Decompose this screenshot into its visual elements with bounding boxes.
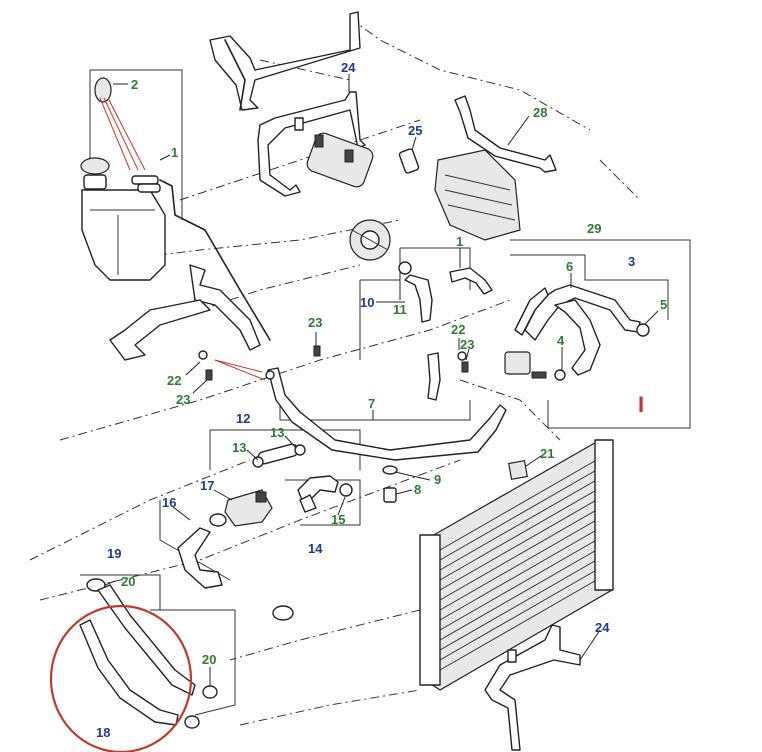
callout-23-right: 23 xyxy=(460,337,474,352)
callout-20-bottom: 20 xyxy=(202,652,216,667)
callout-leaders xyxy=(104,74,659,686)
callout-labels: 1 2 24 25 28 29 3 6 5 4 1 10 11 23 22 23… xyxy=(96,60,667,740)
callout-12: 12 xyxy=(236,411,250,426)
callout-17: 17 xyxy=(200,478,214,493)
lower-left-hoses xyxy=(109,264,261,361)
lower-hoses-14-17 xyxy=(177,475,353,621)
hoses-18-19 xyxy=(79,578,218,729)
hose-11 xyxy=(398,261,433,323)
callout-23-center: 23 xyxy=(308,315,322,330)
highlight-circle xyxy=(49,604,193,752)
callout-16: 16 xyxy=(162,495,176,510)
callout-11: 11 xyxy=(393,302,407,317)
connector-25 xyxy=(398,136,420,174)
coolant-heater-unit xyxy=(306,132,374,188)
callout-1-right: 1 xyxy=(456,234,463,249)
callout-1: 1 xyxy=(171,145,178,160)
thermostat-housing-icon xyxy=(504,351,531,375)
tank-cap-icon xyxy=(94,77,112,103)
callout-20-top: 20 xyxy=(121,574,135,589)
callout-13-right: 13 xyxy=(270,425,284,440)
callout-18: 18 xyxy=(96,725,110,740)
pipe-28 xyxy=(454,95,557,173)
hose-icon xyxy=(131,175,159,185)
bracket-21 xyxy=(508,460,528,480)
callout-10: 10 xyxy=(360,295,374,310)
callout-14: 14 xyxy=(308,541,323,556)
callout-13-left: 13 xyxy=(232,440,246,455)
expansion-tank-icon xyxy=(81,189,166,281)
callout-4: 4 xyxy=(557,333,565,348)
callout-3: 3 xyxy=(628,254,635,269)
hose-clip-icon xyxy=(636,323,650,337)
callout-7: 7 xyxy=(368,396,375,411)
callout-22-left: 22 xyxy=(167,373,181,388)
hose-12 xyxy=(252,443,306,468)
egr-cooler-icon xyxy=(434,149,521,241)
callout-9: 9 xyxy=(434,472,441,487)
callout-29: 29 xyxy=(587,221,601,236)
callout-28: 28 xyxy=(533,105,547,120)
heater-pipes xyxy=(209,11,361,111)
callout-19: 19 xyxy=(107,546,121,561)
marker-label: I xyxy=(638,392,644,417)
coolant-pipe-top xyxy=(257,91,366,197)
callout-23-left: 23 xyxy=(176,392,190,407)
callout-8: 8 xyxy=(414,482,421,497)
cap-assembly xyxy=(94,77,146,171)
callout-24-top: 24 xyxy=(341,60,356,75)
egr-cooler xyxy=(434,149,521,241)
callout-25: 25 xyxy=(408,123,422,138)
drain-plug xyxy=(382,465,398,503)
callout-6: 6 xyxy=(566,259,573,274)
callout-5: 5 xyxy=(660,297,667,312)
callout-22-right: 22 xyxy=(451,322,465,337)
callout-21: 21 xyxy=(540,446,554,461)
expansion-tank xyxy=(80,157,271,341)
callout-24-bottom: 24 xyxy=(595,620,610,635)
callout-2: 2 xyxy=(131,77,138,92)
callout-brackets xyxy=(80,69,691,716)
connector-1 xyxy=(449,267,493,295)
water-pump xyxy=(349,219,391,261)
callout-15: 15 xyxy=(331,512,345,527)
coolant-pipe-bottom xyxy=(484,624,581,751)
coolant-pipe-7 xyxy=(265,352,507,461)
radiator xyxy=(419,439,614,691)
fixings xyxy=(198,345,469,381)
bleed-screw-icon xyxy=(205,369,213,381)
hose-assembly-29 xyxy=(504,284,650,381)
